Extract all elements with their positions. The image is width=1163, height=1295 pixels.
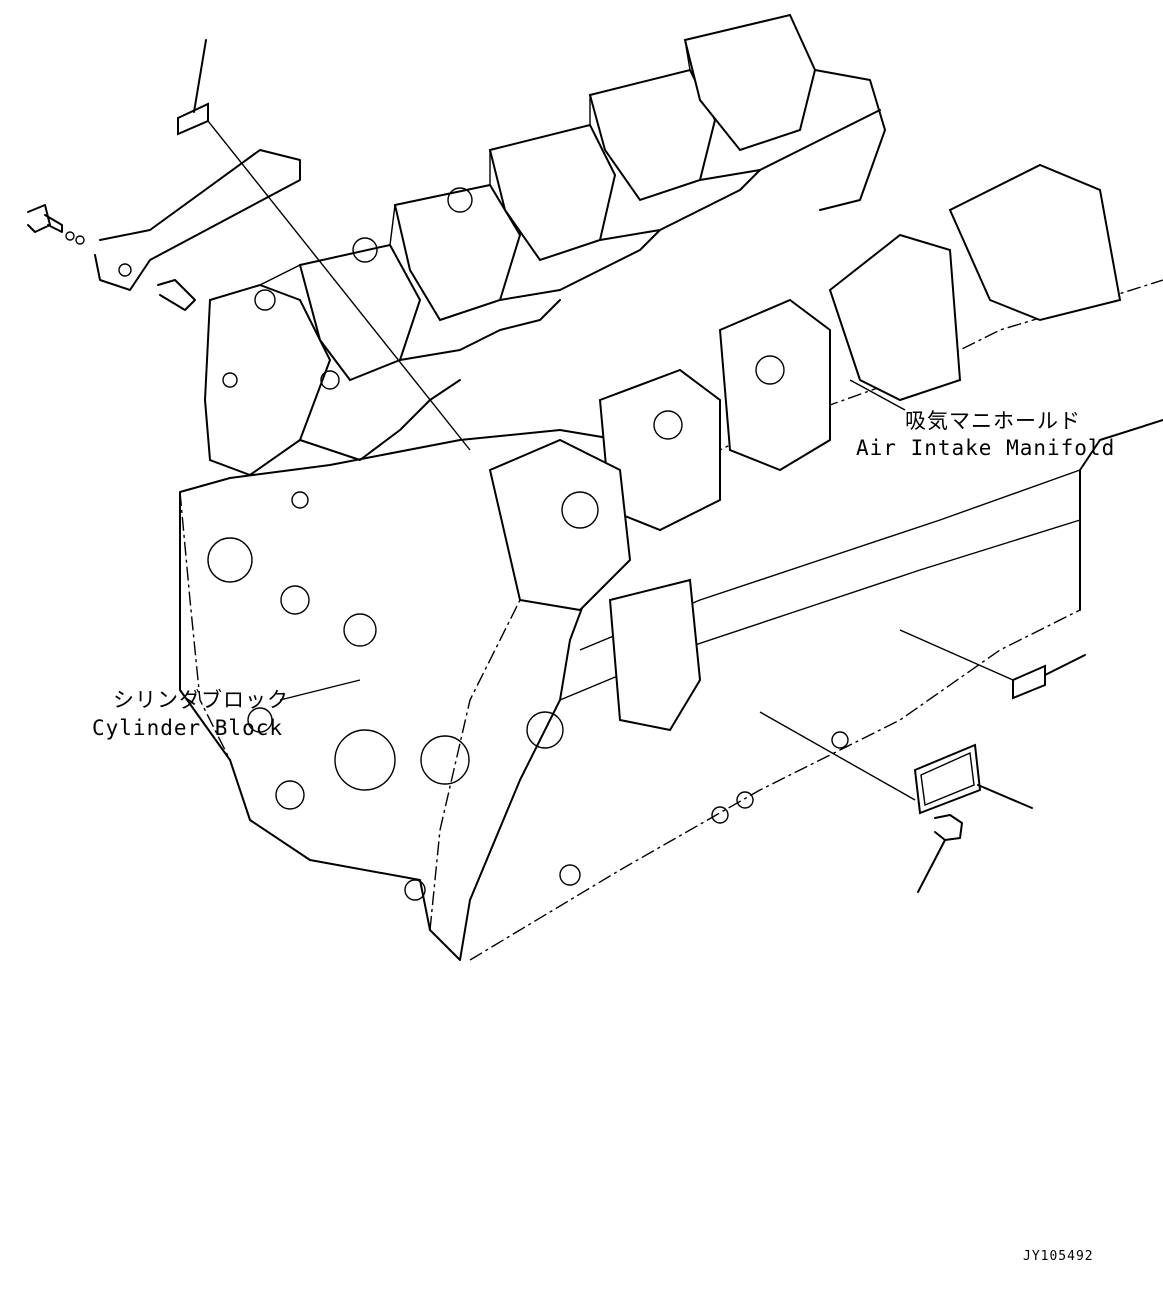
- manifold-leader: [849, 379, 906, 411]
- tag-label-right: [899, 629, 1086, 700]
- block-leader: [279, 679, 361, 701]
- right-bank-heads: [254, 163, 1122, 732]
- block-label-jp: シリンダブロック: [113, 688, 289, 712]
- drawing-id: JY105492: [1023, 1249, 1094, 1264]
- block-label-en: Cylinder Block: [92, 716, 284, 740]
- part-sensor: [157, 279, 196, 311]
- tag-label-top: [177, 39, 471, 451]
- part-bolt: [27, 204, 85, 245]
- block-holes: [207, 370, 849, 901]
- name-plate: [759, 711, 1033, 815]
- manifold-label-en: Air Intake Manifold: [856, 436, 1116, 460]
- cylinder-heads: [203, 13, 886, 477]
- manifold-label-jp: 吸気マニホールド: [905, 409, 1081, 433]
- plate-rivet: [917, 814, 963, 893]
- part-bracket: [94, 149, 301, 291]
